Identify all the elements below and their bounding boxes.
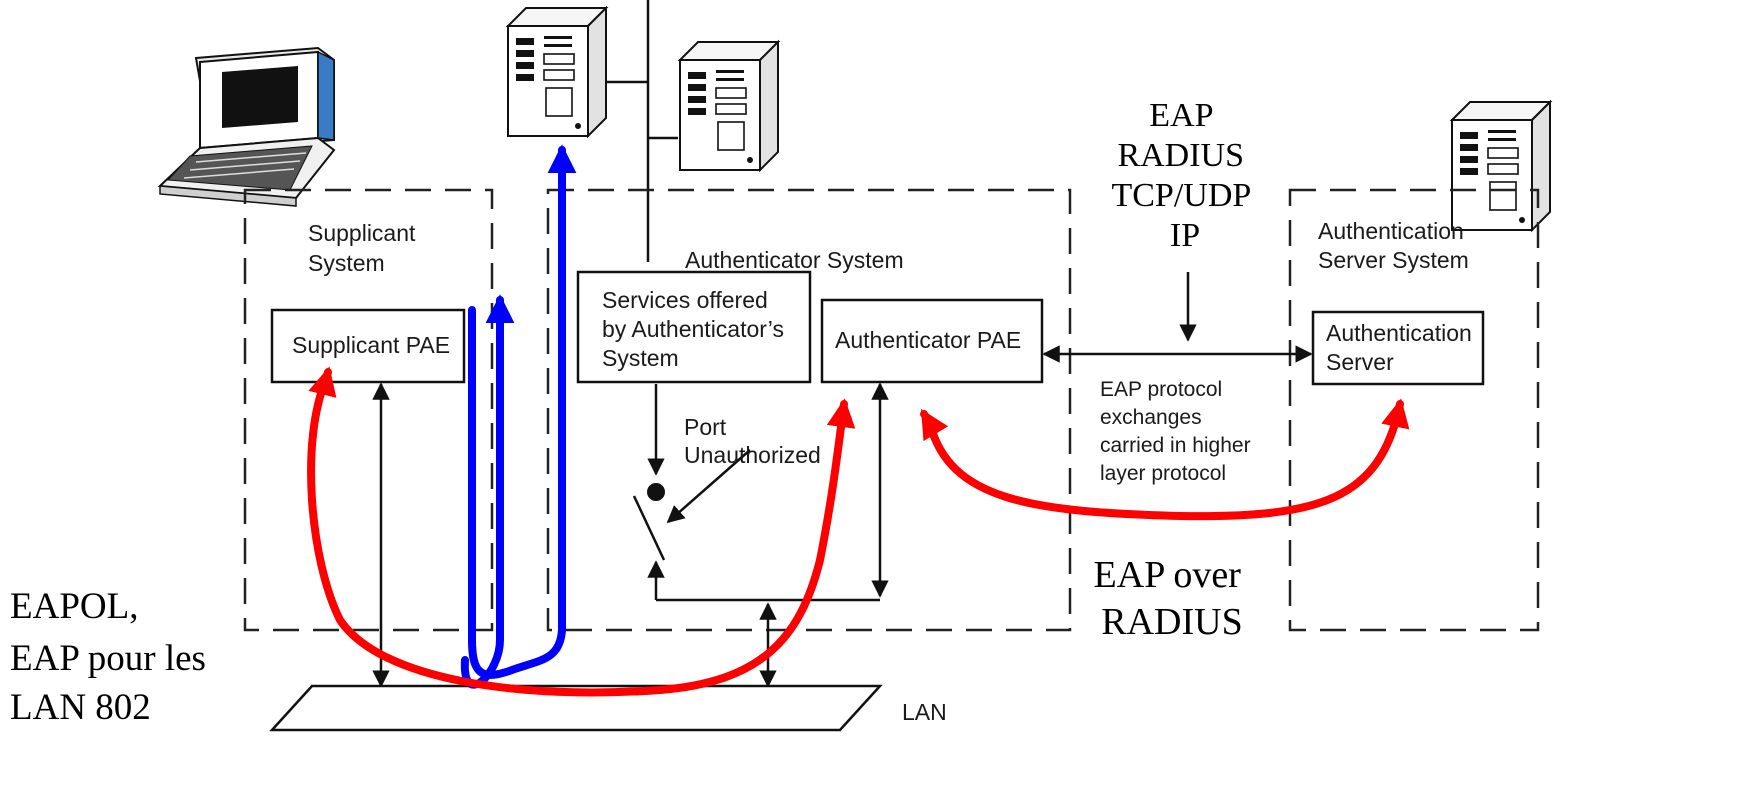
- authenticator-system-label: Authenticator System: [685, 247, 904, 273]
- authentication-server-box: Authentication Server: [1311, 310, 1485, 386]
- server-tower-icon: [679, 41, 779, 171]
- services-box: Services offered by Authenticator’s Syst…: [576, 270, 812, 384]
- authenticator-system-region: [546, 188, 1072, 632]
- lan-label: LAN: [902, 699, 947, 725]
- red-arrow-eapol-start: [308, 366, 337, 398]
- server-tower-icon: [507, 7, 607, 137]
- blue-arrow-services: [468, 144, 577, 679]
- eapol-label: EAPOL, EAP pour les LAN 802: [10, 586, 215, 728]
- connector-arrows: [372, 272, 1313, 688]
- supplicant-pae-label: Supplicant PAE: [292, 332, 450, 358]
- services-label: Services offered by Authenticator’s Syst…: [602, 287, 790, 371]
- eap-protocol-label: EAP protocol exchanges carried in higher…: [1100, 378, 1256, 485]
- supplicant-system-region: [243, 188, 494, 632]
- switch-contact-dot: [647, 483, 665, 501]
- authentication-server-label: Authentication Server: [1326, 320, 1478, 375]
- red-arrow-eap-radius: [926, 398, 1410, 521]
- eap-over-radius-label: EAP over RADIUS: [1094, 554, 1251, 643]
- protocol-stack-label: EAP RADIUS TCP/UDP IP: [1111, 97, 1258, 254]
- authentication-server-system-region: [1288, 188, 1540, 632]
- red-arrow-eapol: [307, 376, 856, 697]
- authenticator-pae-label: Authenticator PAE: [835, 327, 1021, 353]
- authenticator-pae-box: Authenticator PAE: [820, 298, 1044, 384]
- red-arrow-eap-radius-start: [920, 409, 949, 442]
- port-unauthorized-label: Port Unauthorized: [684, 414, 821, 468]
- laptop-icon: [157, 46, 336, 207]
- supplicant-pae-box: Supplicant PAE: [270, 308, 466, 384]
- blue-arrow-supplicant: [460, 294, 515, 689]
- server-tower-icon: [1451, 101, 1551, 231]
- switch-lever: [632, 495, 666, 561]
